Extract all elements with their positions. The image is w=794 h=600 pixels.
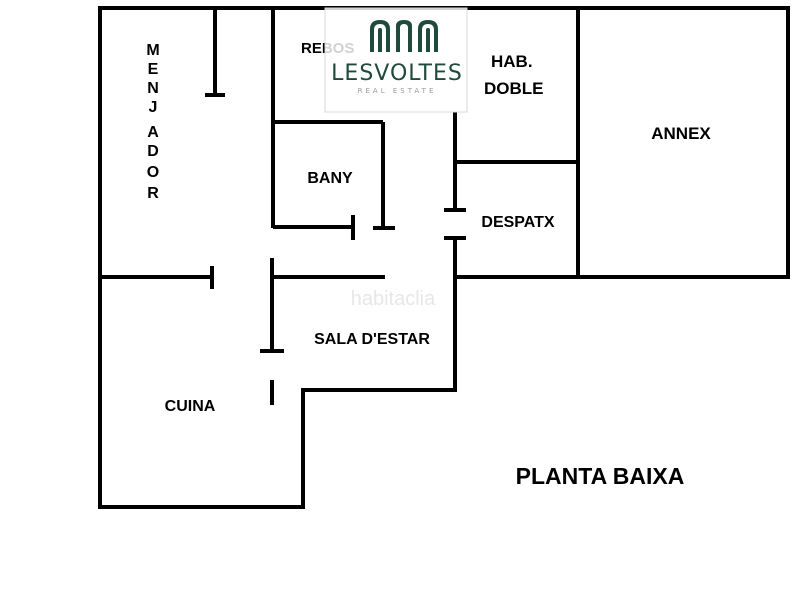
label-sala: SALA D'ESTAR xyxy=(314,331,430,348)
plan-title: PLANTA BAIXA xyxy=(516,463,685,489)
label-menjador-r: R xyxy=(147,185,159,202)
label-menjador-j: J xyxy=(149,99,158,116)
label-menjador-a: A xyxy=(147,124,159,141)
logo-name: LESVOLTES xyxy=(331,61,463,86)
label-cuina: CUINA xyxy=(165,398,216,415)
label-menjador-d: D xyxy=(147,143,159,160)
logo-tagline: REAL ESTATE xyxy=(358,87,437,95)
label-hab-line2: DOBLE xyxy=(484,79,544,98)
brand-logo: LESVOLTES REAL ESTATE xyxy=(324,7,468,113)
outer-wall xyxy=(98,6,790,509)
logo-background xyxy=(324,7,468,113)
label-menjador-o: O xyxy=(147,164,159,181)
label-despatx: DESPATX xyxy=(481,214,555,231)
label-menjador-m: M xyxy=(146,42,159,59)
watermark-text: habitaclia xyxy=(351,288,436,310)
walls xyxy=(98,6,790,509)
label-menjador-n: N xyxy=(147,80,159,97)
arches-icon xyxy=(370,20,438,52)
label-bany: BANY xyxy=(307,170,353,187)
label-menjador-e: E xyxy=(148,61,159,78)
label-hab-line1: HAB. xyxy=(491,52,533,71)
label-annex: ANNEX xyxy=(651,124,711,143)
